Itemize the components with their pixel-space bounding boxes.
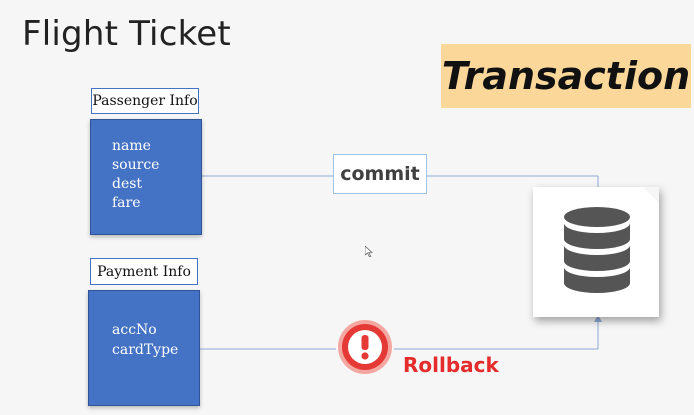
passenger-field: fare [112,195,141,211]
payment-info-box [88,290,200,406]
payment-info-label: Payment Info [90,258,198,285]
passenger-field: source [112,157,160,173]
passenger-info-box [90,119,202,235]
passenger-info-label: Passenger Info [91,88,199,114]
payment-field: cardType [112,342,179,358]
transaction-banner-text: Transaction [441,54,691,98]
slide-title: Flight Ticket [22,14,231,54]
database-icon [564,207,630,293]
commit-label-box: commit [333,154,427,194]
passenger-field: dest [112,176,143,192]
rollback-arrowhead [594,315,602,322]
mouse-cursor-icon [365,246,373,257]
exclamation-alert-icon [338,320,392,374]
passenger-field: name [112,138,151,154]
payment-info-label-text: Payment Info [97,263,191,280]
payment-field: accNo [112,322,157,338]
commit-label: commit [340,163,420,185]
passenger-info-label-text: Passenger Info [92,93,198,109]
transaction-banner: Transaction [441,44,691,108]
rollback-label: Rollback [403,353,499,377]
